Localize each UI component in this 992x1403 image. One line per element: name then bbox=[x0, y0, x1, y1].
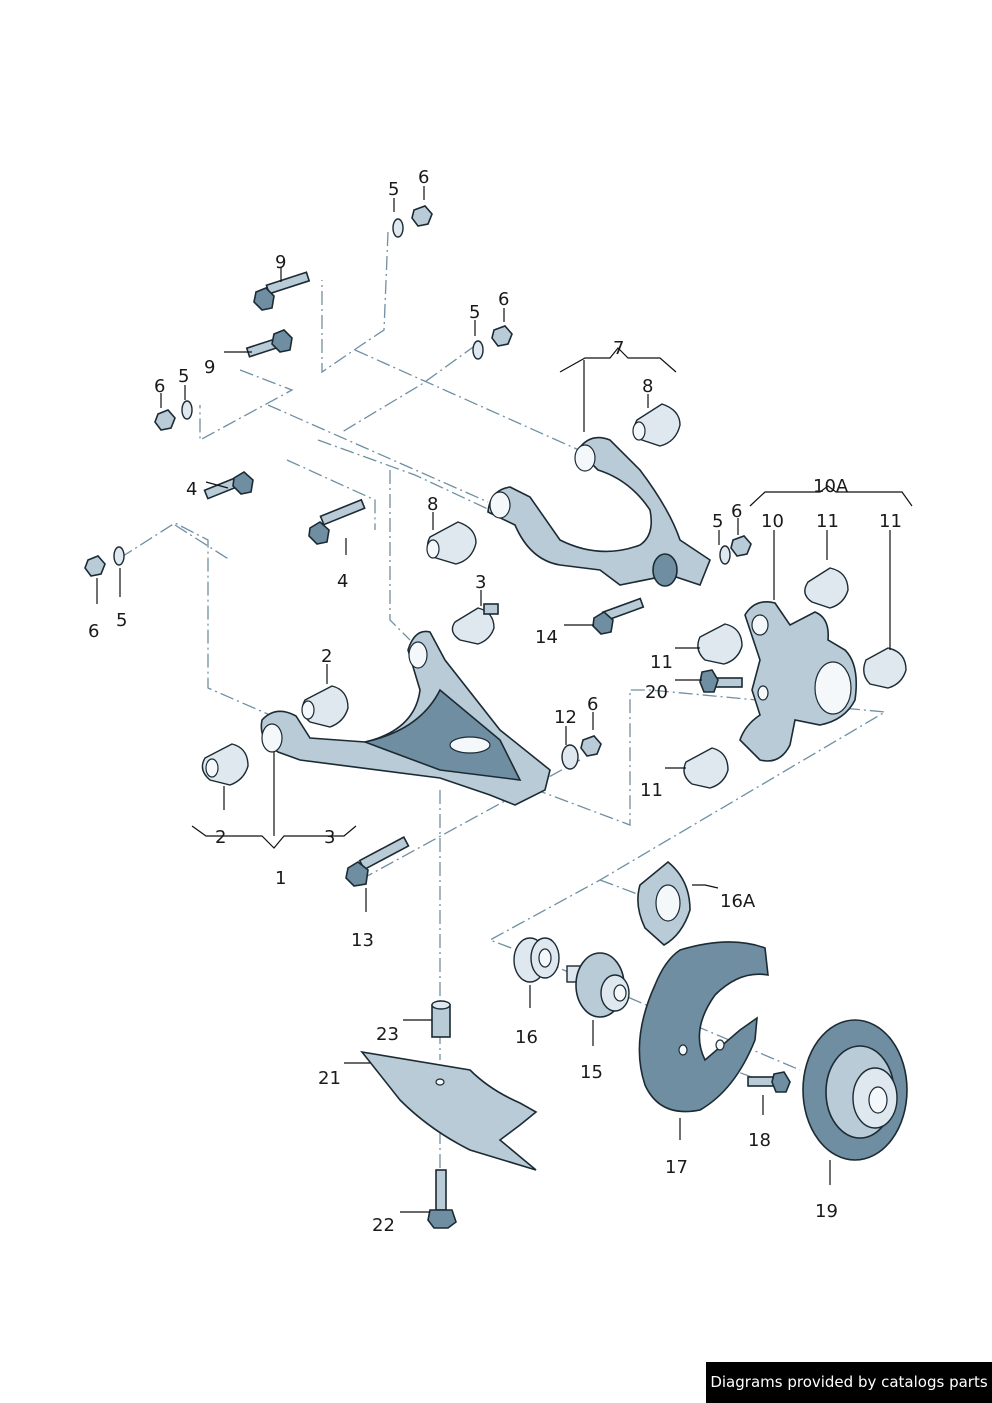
callout-4[interactable]: 4 bbox=[186, 479, 197, 500]
nut-washer-left-upper bbox=[154, 400, 193, 431]
callout-13[interactable]: 13 bbox=[351, 930, 374, 951]
callout-10A[interactable]: 10A bbox=[813, 476, 849, 497]
callout-12[interactable]: 12 bbox=[554, 707, 577, 728]
callout-10[interactable]: 10 bbox=[761, 511, 784, 532]
nut-washer-left bbox=[84, 546, 125, 577]
bushing-11-mid bbox=[697, 623, 743, 665]
leader-lines bbox=[96, 186, 913, 1213]
bushing-11-bottom bbox=[683, 747, 729, 789]
callout-3[interactable]: 3 bbox=[475, 572, 486, 593]
bolt-14 bbox=[592, 597, 645, 635]
bolt-13 bbox=[345, 836, 410, 887]
callout-16[interactable]: 16 bbox=[515, 1027, 538, 1048]
callout-5[interactable]: 5 bbox=[469, 302, 480, 323]
callout-labels: 1 2 2 3 3 4 4 5 5 5 5 5 6 6 6 6 6 6 7 8 … bbox=[88, 167, 902, 1236]
nut-washer-top bbox=[392, 205, 433, 238]
callout-21[interactable]: 21 bbox=[318, 1068, 341, 1089]
splash-shield-17 bbox=[638, 941, 769, 1113]
callout-5[interactable]: 5 bbox=[388, 179, 399, 200]
callout-5[interactable]: 5 bbox=[178, 366, 189, 387]
bolt-4-right bbox=[308, 498, 366, 545]
bushing-3 bbox=[451, 603, 499, 645]
callout-6[interactable]: 6 bbox=[587, 694, 598, 715]
callout-15[interactable]: 15 bbox=[580, 1062, 603, 1083]
callout-14[interactable]: 14 bbox=[535, 627, 558, 648]
nut-23 bbox=[431, 1000, 451, 1038]
bushing-8-lower bbox=[426, 521, 477, 565]
wheel-bearing-16 bbox=[513, 937, 560, 983]
upper-wishbone bbox=[487, 436, 711, 587]
washer-nut-12 bbox=[561, 735, 602, 770]
callout-2[interactable]: 2 bbox=[321, 646, 332, 667]
callout-23[interactable]: 23 bbox=[376, 1024, 399, 1045]
callout-5[interactable]: 5 bbox=[116, 610, 127, 631]
lower-wishbone bbox=[260, 630, 551, 806]
callout-11[interactable]: 11 bbox=[640, 780, 663, 801]
callout-6[interactable]: 6 bbox=[731, 501, 742, 522]
callout-16A[interactable]: 16A bbox=[720, 891, 756, 912]
bushing-2-upper bbox=[301, 685, 349, 728]
callout-8[interactable]: 8 bbox=[642, 376, 653, 397]
callout-7[interactable]: 7 bbox=[613, 338, 624, 359]
nut-washer-mid bbox=[472, 325, 513, 360]
wheel-bearing-housing bbox=[739, 601, 858, 762]
bolt-20 bbox=[699, 669, 743, 693]
callout-9[interactable]: 9 bbox=[204, 357, 215, 378]
callout-18[interactable]: 18 bbox=[748, 1130, 771, 1151]
screw-22 bbox=[427, 1169, 457, 1229]
callout-6[interactable]: 6 bbox=[88, 621, 99, 642]
callout-5[interactable]: 5 bbox=[712, 511, 723, 532]
callout-1[interactable]: 1 bbox=[275, 868, 286, 889]
bolt-9-upper bbox=[253, 271, 311, 311]
callout-20[interactable]: 20 bbox=[645, 682, 668, 703]
bushing-8-upper bbox=[632, 403, 681, 447]
attribution-footer: Diagrams provided by catalogs parts bbox=[706, 1362, 992, 1403]
callout-11[interactable]: 11 bbox=[816, 511, 839, 532]
callout-11[interactable]: 11 bbox=[650, 652, 673, 673]
bearing-flange-16A bbox=[637, 860, 691, 946]
callout-19[interactable]: 19 bbox=[815, 1201, 838, 1222]
callout-4[interactable]: 4 bbox=[337, 571, 348, 592]
bolt-18 bbox=[747, 1071, 791, 1093]
callout-3[interactable]: 3 bbox=[324, 827, 335, 848]
callout-6[interactable]: 6 bbox=[154, 376, 165, 397]
bolt-9-lower bbox=[245, 329, 293, 358]
callout-11[interactable]: 11 bbox=[879, 511, 902, 532]
shield-plate-21 bbox=[360, 1050, 538, 1171]
callout-6[interactable]: 6 bbox=[498, 289, 509, 310]
bushing-2-lower bbox=[201, 743, 249, 786]
callout-17[interactable]: 17 bbox=[665, 1157, 688, 1178]
callout-8[interactable]: 8 bbox=[427, 494, 438, 515]
bushing-11-right bbox=[863, 647, 907, 689]
wheel-hub-15 bbox=[566, 952, 630, 1018]
bushing-11-top bbox=[804, 567, 849, 609]
callout-9[interactable]: 9 bbox=[275, 252, 286, 273]
callout-6[interactable]: 6 bbox=[418, 167, 429, 188]
callout-2[interactable]: 2 bbox=[215, 827, 226, 848]
brake-disc-19 bbox=[802, 1019, 908, 1161]
nut-washer-right bbox=[719, 535, 752, 565]
bolt-4-left bbox=[203, 471, 254, 500]
callout-22[interactable]: 22 bbox=[372, 1215, 395, 1236]
